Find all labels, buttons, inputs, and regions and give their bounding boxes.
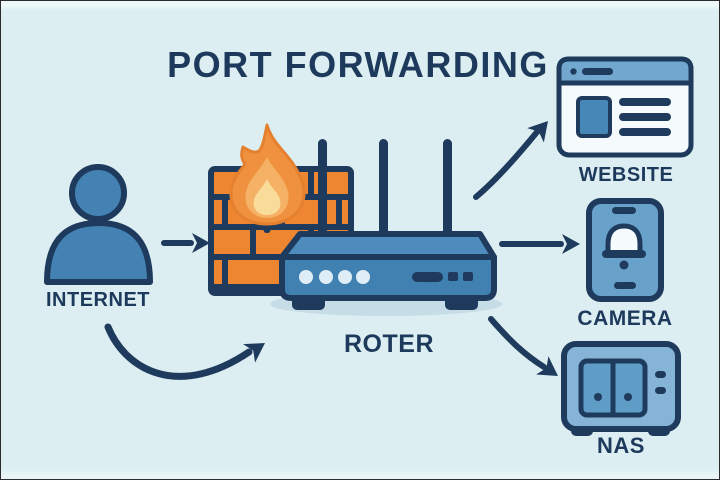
curved-arrow-internet-to-router <box>104 323 265 380</box>
arrow-router-to-camera <box>499 234 580 254</box>
arrow-router-to-nas <box>488 316 558 376</box>
internet-label: INTERNET <box>46 289 150 311</box>
website-label: WEBSITE <box>578 164 674 186</box>
nas-label: NAS <box>597 433 645 458</box>
person-icon <box>44 164 153 285</box>
page-title: PORT FORWARDING <box>167 44 549 85</box>
router-ports <box>412 272 473 282</box>
router-leds <box>299 270 370 284</box>
firewall-flame-icon <box>208 123 354 296</box>
phone-speaker <box>612 207 636 214</box>
drive-dot-left <box>594 393 602 401</box>
router-label: ROTER <box>344 330 434 358</box>
camera-label: CAMERA <box>577 307 673 330</box>
browser-dot <box>570 68 577 75</box>
browser-window-icon <box>556 56 694 158</box>
router-icon <box>270 139 502 316</box>
page-text-lines <box>619 98 671 136</box>
nas-storage-icon <box>561 341 681 436</box>
browser-toolbar <box>556 56 694 86</box>
bell-icon <box>602 223 646 270</box>
page-image-placeholder <box>576 96 612 138</box>
phone-notification-icon <box>586 198 664 302</box>
drive-dot-right <box>624 393 632 401</box>
router-antennas <box>318 139 452 239</box>
phone-home-button <box>614 282 636 289</box>
arrow-router-to-website <box>473 121 548 200</box>
arrow-internet-to-firewall <box>161 233 210 253</box>
browser-address-bar <box>582 68 613 75</box>
router-feet <box>292 295 478 310</box>
flame-icon <box>229 123 306 233</box>
nas-leds <box>655 371 666 394</box>
